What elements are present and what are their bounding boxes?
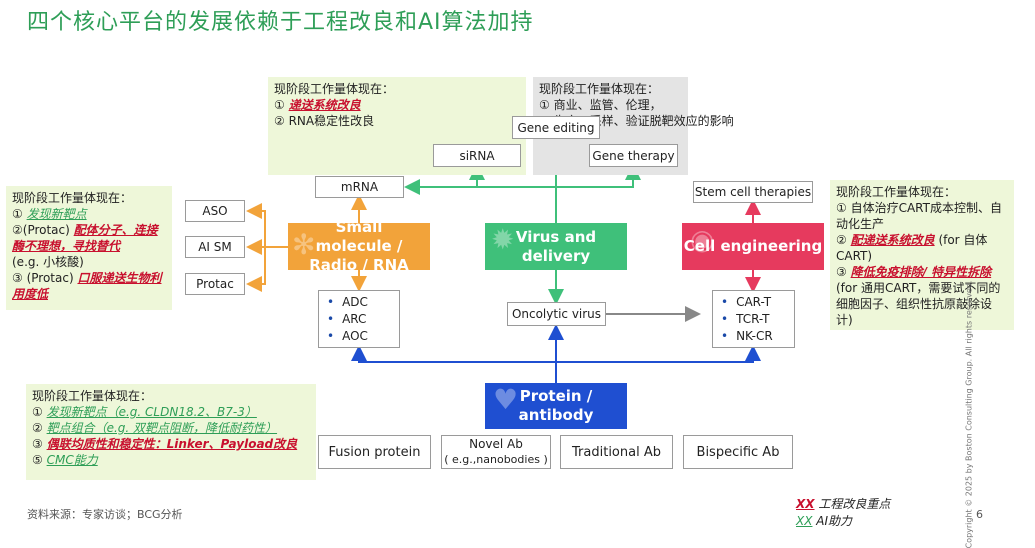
- box-oncolytic: Oncolytic virus: [507, 302, 606, 326]
- box-mrna: mRNA: [315, 176, 404, 198]
- box-novel-ab: Novel Ab ( e.g.,nanobodies ): [441, 435, 551, 469]
- box-gene-therapy: Gene therapy: [589, 144, 678, 167]
- box-bispecific-ab: Bispecific Ab: [683, 435, 793, 469]
- note-protein: 现阶段工作量体现在： ① 发现新靶点（e.g. CLDN18.2、B7-3） ②…: [26, 384, 316, 480]
- box-gene-editing: Gene editing: [512, 116, 600, 139]
- heart-icon: ♥: [493, 383, 519, 416]
- copyright: Copyright © 2025 by Boston Consulting Gr…: [964, 280, 974, 548]
- platform-virus: ✹ Virus and delivery: [485, 223, 627, 270]
- page-number: 6: [976, 508, 983, 521]
- arrow-protein-to-adc: [351, 345, 556, 363]
- list-cart: CAR-T TCR-T NK-CR: [712, 290, 795, 348]
- box-traditional-ab: Traditional Ab: [560, 435, 673, 469]
- list-item: AOC: [327, 328, 393, 345]
- platform-protein: ♥ Protein / antibody: [485, 383, 627, 429]
- page-title: 四个核心平台的发展依赖于工程改良和AI算法加持: [27, 10, 534, 35]
- virus-icon: ✹: [491, 223, 515, 256]
- box-protac: Protac: [185, 273, 245, 295]
- list-item: CAR-T: [721, 294, 788, 311]
- arrow-small-to-protac: [246, 247, 266, 292]
- list-item: NK-CR: [721, 328, 788, 345]
- note-cell: 现阶段工作量体现在： ① 自体治疗CART成本控制、自动化生产 ② 配递送系统改…: [830, 180, 1014, 330]
- arrow-small-to-aso: [246, 203, 288, 248]
- list-conjugates: ADC ARC AOC: [318, 290, 400, 348]
- list-item: ARC: [327, 311, 393, 328]
- note-small: 现阶段工作量体现在： ① 发现新靶点 ②(Protac) 配体分子、连接酶不理想…: [6, 186, 172, 310]
- box-stem-cell: Stem cell therapies: [693, 181, 813, 203]
- box-sirna: siRNA: [433, 144, 521, 167]
- source-note: 资料来源：专家访谈；BCG分析: [27, 508, 183, 521]
- connector-diagram: [246, 135, 761, 383]
- legend: XX 工程改良重点 XX AI助力: [796, 497, 891, 528]
- box-aism: AI SM: [185, 236, 245, 258]
- list-item: TCR-T: [721, 311, 788, 328]
- molecule-icon: ✻: [292, 228, 316, 261]
- arrow-protein-to-cart: [556, 345, 761, 363]
- list-item: ADC: [327, 294, 393, 311]
- platform-cell-engineering: ◉ Cell engineering: [682, 223, 824, 270]
- cell-icon: ◉: [690, 223, 715, 256]
- platform-small-molecule: ✻ Small molecule / Radio / RNA: [288, 223, 430, 270]
- box-fusion-protein: Fusion protein: [318, 435, 431, 469]
- box-aso: ASO: [185, 200, 245, 222]
